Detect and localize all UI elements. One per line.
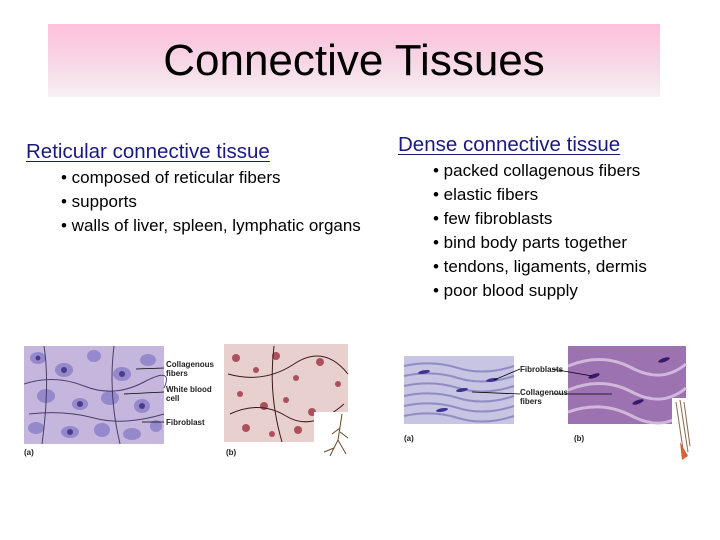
dense-heading: Dense connective tissue [398,133,621,156]
list-item: • tendons, ligaments, dermis [433,257,647,276]
list-item: • bind body parts together [433,233,628,252]
figure-callout: Fibroblasts [520,365,564,374]
slide-title: Connective Tissues [163,36,545,85]
figure-callout: White blood cell [166,385,212,403]
list-item: • composed of reticular fibers [61,168,281,187]
dense-micrograph [403,346,692,462]
figure-callout: Fibroblast [166,418,205,427]
dense-bullet-list: • packed collagenous fibers • elastic fi… [433,159,673,303]
list-item: • supports [61,192,137,211]
list-item: • poor blood supply [433,281,578,300]
dense-tissue-figure: Fibroblasts Collagenous fibers (a) (b) [402,346,692,462]
figure-callout: Collagenous fibers [520,388,569,406]
panel-label: (a) [404,434,414,443]
list-item: • few fibroblasts [433,209,553,228]
reticular-tissue-figure: Collagenous fibers White blood cell Fibr… [23,344,356,462]
list-item: • elastic fibers [433,185,539,204]
reticular-micrograph [23,344,354,462]
list-item: • walls of liver, spleen, lymphatic orga… [61,216,361,235]
title-band: Connective Tissues [48,24,660,97]
reticular-heading: Reticular connective tissue [26,140,270,163]
figure-callout: Collagenous fibers [166,360,215,378]
panel-label: (a) [24,448,34,457]
list-item: • packed collagenous fibers [433,161,641,180]
panel-label: (b) [226,448,237,457]
reticular-bullet-list: • composed of reticular fibers • support… [61,166,361,238]
panel-label: (b) [574,434,585,443]
